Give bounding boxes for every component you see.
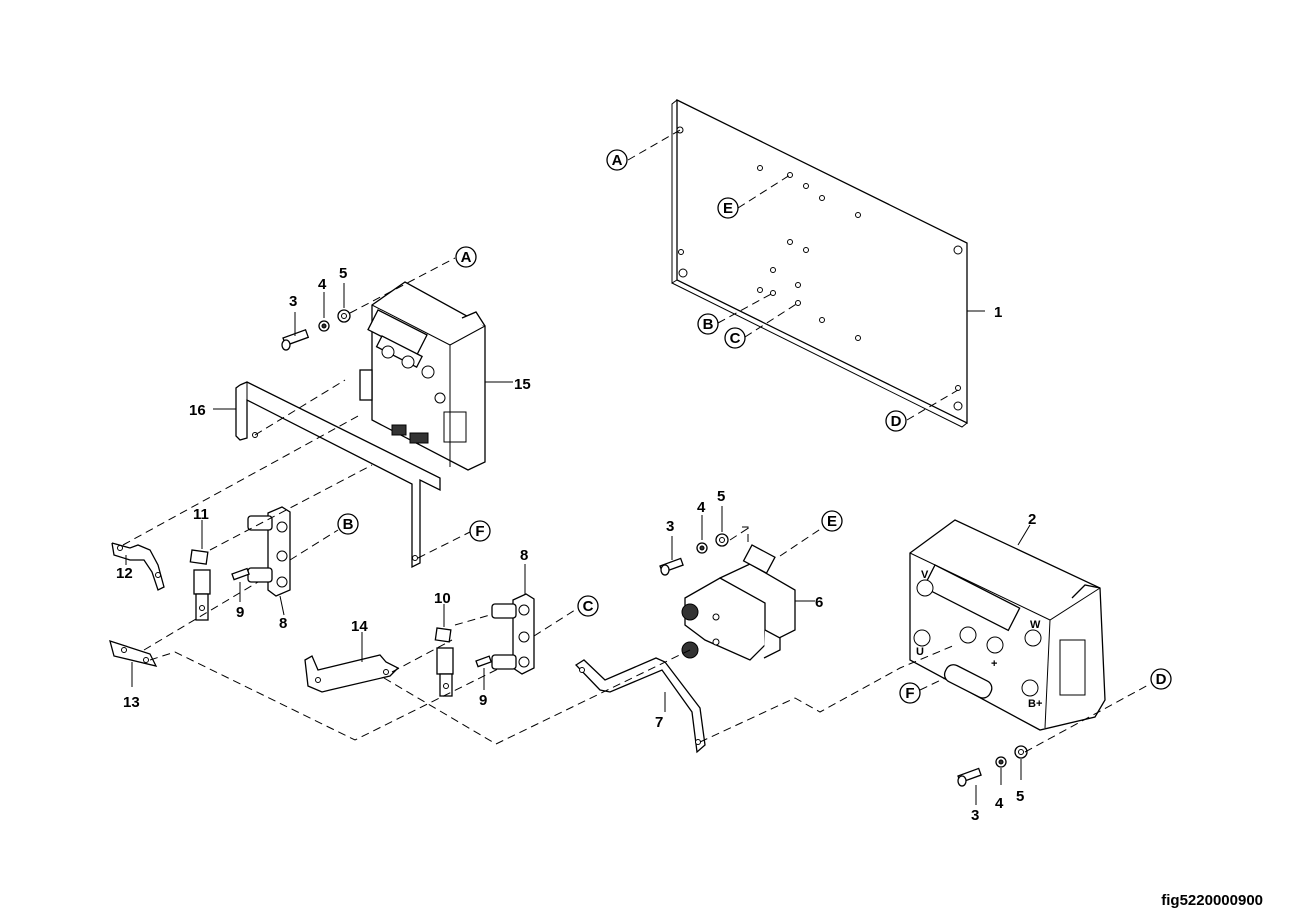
callout-d-plate: D: [885, 410, 907, 432]
terminal-w-label: W: [1030, 619, 1041, 631]
mounting-plate: [671, 98, 985, 428]
callout-label: B: [343, 516, 354, 533]
callout-b-plate: B: [697, 313, 719, 335]
part-number-2: 2: [1028, 511, 1036, 528]
part-number-3: 3: [666, 518, 674, 535]
callout-a-controller: A: [455, 246, 477, 268]
callout-f-controller: F: [899, 682, 921, 704]
controller-2: [909, 519, 1106, 805]
terminal-u-label: U: [916, 646, 924, 658]
callout-e-plate: E: [717, 197, 739, 219]
part-number-6: 6: [815, 594, 823, 611]
part-number-5: 5: [717, 488, 725, 505]
callout-c-plate: C: [724, 327, 746, 349]
callout-a-plate: A: [606, 149, 628, 171]
callout-label: C: [583, 598, 594, 615]
part-number-9: 9: [479, 692, 487, 709]
part-number-9: 9: [236, 604, 244, 621]
part-number-16: 16: [189, 402, 206, 419]
part-number-5: 5: [1016, 788, 1024, 805]
callout-c-fuse: C: [577, 595, 599, 617]
part-number-8: 8: [520, 547, 528, 564]
terminal-v-label: V: [921, 569, 929, 581]
part-number-10: 10: [434, 590, 451, 607]
callout-label: E: [723, 200, 733, 217]
part-number-4: 4: [697, 499, 706, 516]
callout-label: A: [612, 152, 623, 169]
bracket-7: [574, 657, 706, 754]
callout-label: B: [703, 316, 714, 333]
figure-id: fig5220000900: [1161, 892, 1263, 909]
contactor-6: [659, 506, 815, 661]
callout-label: D: [891, 413, 902, 430]
part-number-14: 14: [351, 618, 368, 635]
controller-15: [359, 281, 513, 471]
part-number-3: 3: [289, 293, 297, 310]
callout-label: C: [730, 330, 741, 347]
part-number-15: 15: [514, 376, 531, 393]
plate-holes: [676, 126, 963, 411]
fuse-group-right: [304, 564, 535, 697]
fasteners-top: [281, 283, 351, 351]
callout-label: E: [827, 513, 837, 530]
callout-label: F: [905, 685, 914, 702]
callout-e-contactor: E: [821, 510, 843, 532]
part-number-7: 7: [655, 714, 663, 731]
terminal-bplus-label: B+: [1028, 698, 1042, 710]
part-number-4: 4: [995, 795, 1004, 812]
part-number-4: 4: [318, 276, 327, 293]
callout-label: D: [1156, 671, 1167, 688]
part-number-1: 1: [994, 304, 1002, 321]
part-number-13: 13: [123, 694, 140, 711]
part-number-5: 5: [339, 265, 347, 282]
assembly-lines: [122, 129, 1151, 753]
part-number-3: 3: [971, 807, 979, 824]
fuse-group-left: [109, 506, 291, 687]
part-number-8: 8: [279, 615, 287, 632]
part-number-11: 11: [193, 506, 209, 523]
callout-label: A: [461, 249, 472, 266]
callout-label: F: [475, 523, 484, 540]
callout-f-bracket: F: [469, 520, 491, 542]
callout-d-controller: D: [1150, 668, 1172, 690]
callout-b-fuse: B: [337, 513, 359, 535]
terminal-plus-label: +: [991, 658, 997, 670]
part-number-12: 12: [116, 565, 133, 582]
